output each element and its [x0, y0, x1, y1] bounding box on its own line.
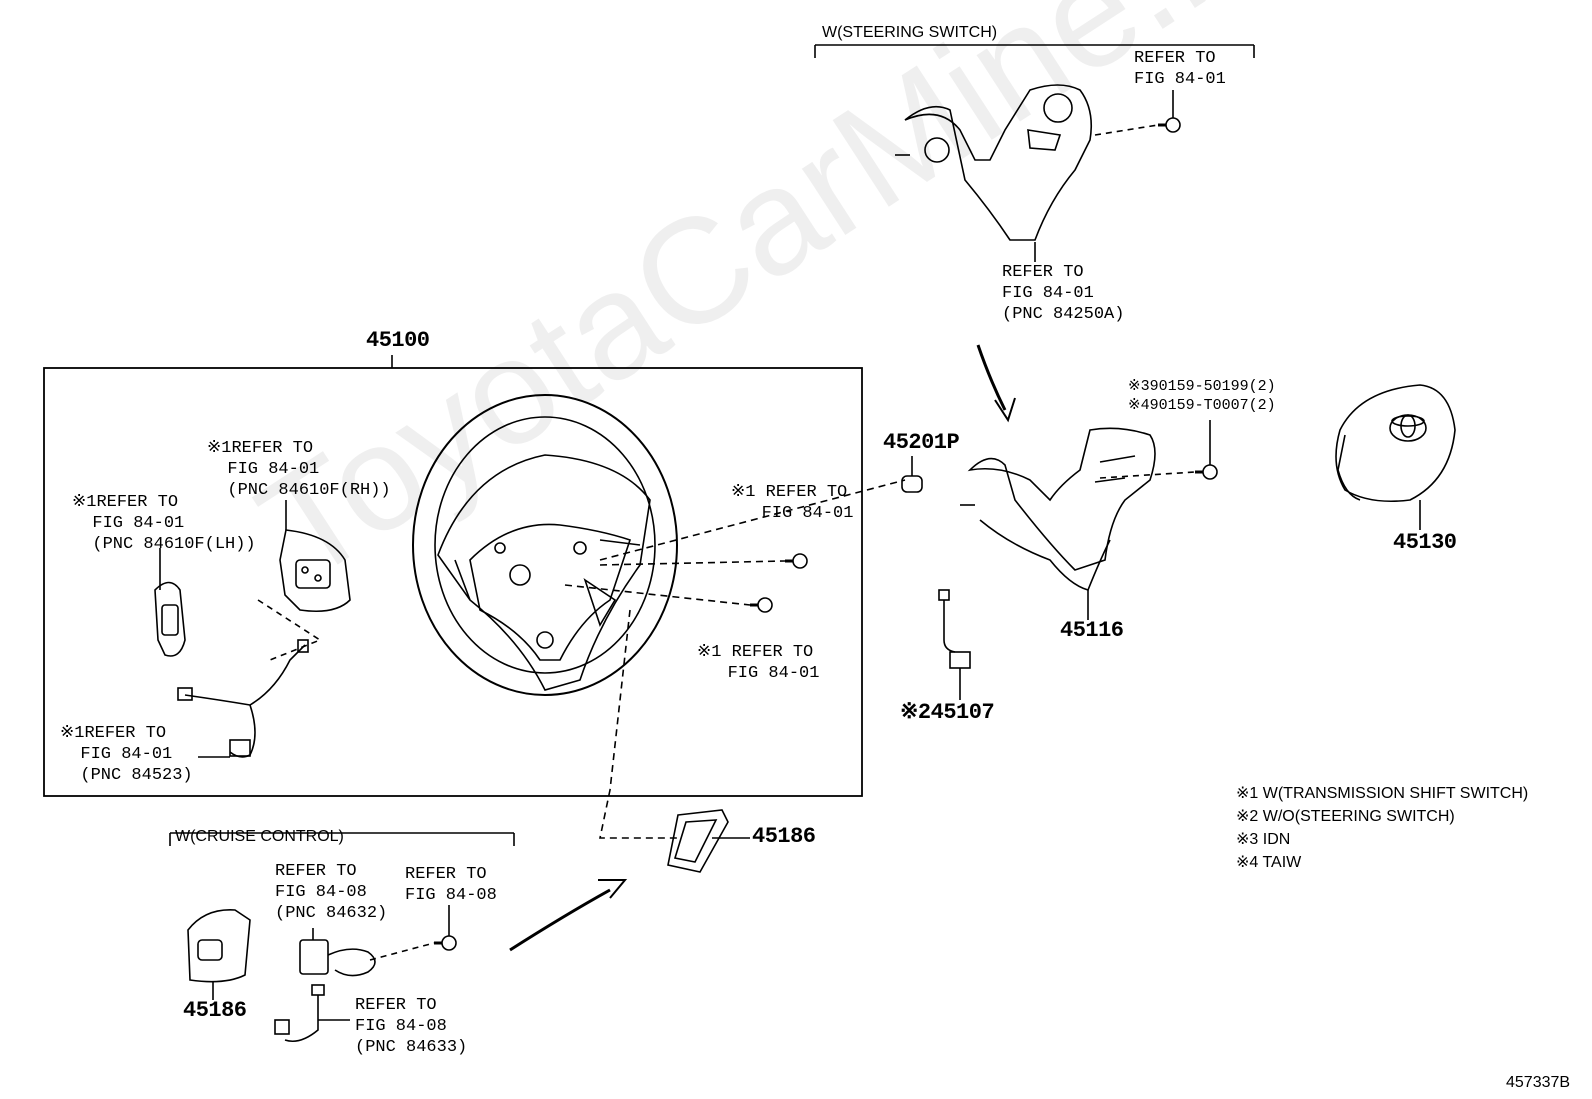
group-steering-switch-label: W(STEERING SWITCH): [822, 24, 998, 41]
part-number-45186-right: 45186: [752, 824, 816, 849]
part-number-45186-left: 45186: [183, 998, 247, 1023]
screw-lower-icon: [750, 597, 773, 613]
callout-84-08: REFER TO FIG 84-08: [405, 865, 497, 905]
paddle-switch-lh-icon: [154, 548, 186, 657]
bracket-cruise-control: [169, 832, 515, 846]
bolt-top-icon: [1158, 117, 1181, 133]
notes-legend: ※1 W(TRANSMISSION SHIFT SWITCH) ※2 W/O(S…: [1236, 782, 1528, 874]
screw-upper-icon: [785, 553, 808, 569]
arrow-down-head: [994, 397, 1016, 423]
callout-84250a: REFER TO FIG 84-01 (PNC 84250A): [1002, 263, 1125, 324]
dashed-screw-lines: [564, 479, 906, 606]
group-cruise-control-label: W(CRUISE CONTROL): [175, 828, 344, 845]
cruise-paddle-icon: [187, 909, 251, 983]
callout-bolts: ※390159-50199(2) ※490159-T0007(2): [1128, 378, 1276, 414]
paddle-switch-rh-icon: [279, 500, 351, 613]
dashed-top-bolt: [1094, 124, 1159, 136]
dashed-45116-bolt: [1099, 471, 1196, 479]
part-number-45107: ※245107: [900, 700, 995, 725]
steering-wheel-icon: [412, 394, 678, 696]
airbag-45130-icon: [1335, 384, 1456, 503]
cover-45116-icon: [960, 427, 1156, 591]
callout-84632: REFER TO FIG 84-08 (PNC 84632): [275, 862, 388, 923]
part-number-45201p: 45201P: [883, 430, 960, 455]
bracket-steering-switch: [814, 44, 1255, 58]
figure-id: 457337B: [1506, 1074, 1571, 1091]
wire-harness-icon: [177, 639, 309, 758]
callout-top-ref: REFER TO FIG 84-01: [1134, 49, 1226, 89]
arrow-down-icon: [976, 344, 1007, 411]
callout-84610f-rh: ※1REFER TO FIG 84-01 (PNC 84610F(RH)): [207, 439, 391, 500]
note-4: ※4 TAIW: [1236, 854, 1302, 871]
note-3: ※3 IDN: [1236, 831, 1291, 848]
arrow-cruise-icon: [509, 888, 611, 952]
dashed-45186-link: [599, 609, 680, 839]
wire-45107-icon: [938, 589, 971, 669]
steering-switch-assembly-icon: [895, 84, 1093, 241]
callout-screw-upper: ※1 REFER TO FIG 84-01: [731, 483, 854, 523]
dashed-paddle-link: [257, 599, 322, 661]
callout-84523: ※1REFER TO FIG 84-01 (PNC 84523): [60, 724, 193, 785]
part-number-45130: 45130: [1393, 530, 1457, 555]
note-2: ※2 W/O(STEERING SWITCH): [1236, 808, 1455, 825]
part-number-45100: 45100: [366, 328, 430, 353]
assembly-box-45100: [43, 367, 863, 797]
cover-45186-right-icon: [667, 809, 729, 873]
note-1: ※1 W(TRANSMISSION SHIFT SWITCH): [1236, 785, 1529, 802]
arrow-cruise-head: [598, 879, 628, 899]
cap-45201p-icon: [901, 475, 923, 493]
cruise-wire-icon: [274, 984, 350, 1043]
part-number-45116: 45116: [1060, 618, 1124, 643]
cruise-bolt-icon: [434, 935, 457, 951]
callout-84610f-lh: ※1REFER TO FIG 84-01 (PNC 84610F(LH)): [72, 493, 256, 554]
bolt-45116-icon: [1195, 464, 1218, 480]
dashed-cruise-bolt: [369, 942, 435, 961]
cruise-switch-icon: [299, 928, 376, 977]
callout-84633: REFER TO FIG 84-08 (PNC 84633): [355, 996, 468, 1057]
callout-screw-lower: ※1 REFER TO FIG 84-01: [697, 643, 820, 683]
